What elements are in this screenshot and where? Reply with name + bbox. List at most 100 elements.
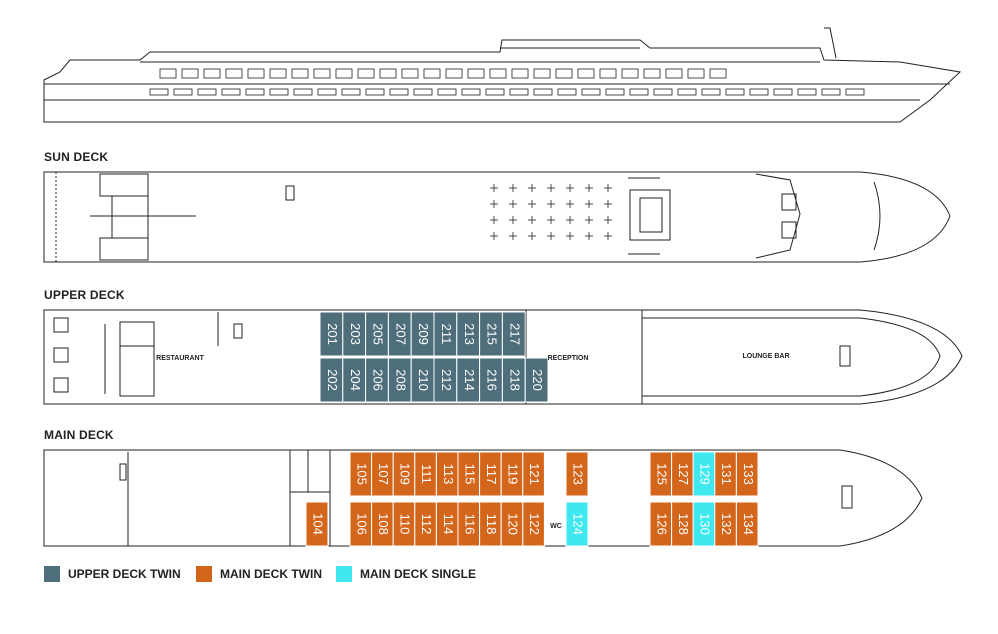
main-deck-label: MAIN DECK <box>44 428 114 442</box>
cabin-119[interactable]: 119 <box>500 451 524 497</box>
cabin-207[interactable]: 207 <box>387 311 412 357</box>
cabin-115[interactable]: 115 <box>457 451 481 497</box>
cabin-number: 106 <box>354 513 369 535</box>
sun-deck-outline <box>43 171 951 263</box>
cabin-129[interactable]: 129 <box>692 451 716 497</box>
cabin-208[interactable]: 208 <box>387 357 412 403</box>
cabin-127[interactable]: 127 <box>671 451 694 497</box>
cabin-211[interactable]: 211 <box>433 311 458 357</box>
cabin-number: 107 <box>376 463 391 485</box>
cabin-131[interactable]: 131 <box>714 451 737 497</box>
cabin-215[interactable]: 215 <box>479 311 503 357</box>
cabin-number: 134 <box>741 513 756 535</box>
cabin-214[interactable]: 214 <box>456 357 481 403</box>
cabin-number: 130 <box>698 513 713 535</box>
cabin-121[interactable]: 121 <box>522 451 545 497</box>
reception-label: RECEPTION <box>548 355 589 362</box>
cabin-204[interactable]: 204 <box>342 357 367 403</box>
cabin-number: 115 <box>462 464 477 485</box>
wc-label: WC <box>550 523 562 530</box>
cabin-125[interactable]: 125 <box>649 451 673 497</box>
cabin-218[interactable]: 218 <box>501 357 526 403</box>
cabin-number: 132 <box>719 513 734 535</box>
cabin-112[interactable]: 112 <box>414 501 437 547</box>
cabin-122[interactable]: 122 <box>522 501 545 547</box>
cabin-212[interactable]: 212 <box>433 357 458 403</box>
cabin-124[interactable]: 124 <box>565 501 589 547</box>
cabin-number: 123 <box>571 463 586 485</box>
cabin-106[interactable]: 106 <box>349 501 373 547</box>
ship-profile <box>43 27 962 123</box>
cabin-number: 203 <box>348 323 363 345</box>
cabin-number: 111 <box>419 464 434 484</box>
cabin-number: 125 <box>654 463 669 485</box>
cabin-216[interactable]: 216 <box>479 357 503 403</box>
cabin-108[interactable]: 108 <box>371 501 394 547</box>
cabin-220[interactable]: 220 <box>524 357 549 403</box>
cabin-130[interactable]: 130 <box>692 501 716 547</box>
cabin-126[interactable]: 126 <box>649 501 673 547</box>
cabin-105[interactable]: 105 <box>349 451 373 497</box>
legend-label: MAIN DECK TWIN <box>220 567 322 581</box>
cabin-117[interactable]: 117 <box>479 451 502 497</box>
cabin-201[interactable]: 201 <box>319 311 344 357</box>
cabin-111[interactable]: 111 <box>414 451 437 497</box>
cabin-109[interactable]: 109 <box>392 451 416 497</box>
cabin-number: 220 <box>530 369 545 391</box>
cabin-number: 105 <box>354 463 369 485</box>
cabin-number: 113 <box>441 464 456 485</box>
cabin-120[interactable]: 120 <box>500 501 524 547</box>
cabin-134[interactable]: 134 <box>735 501 759 547</box>
legend-swatch <box>44 566 60 582</box>
cabin-202[interactable]: 202 <box>319 357 344 403</box>
cabin-116[interactable]: 116 <box>457 501 481 547</box>
cabin-217[interactable]: 217 <box>501 311 526 357</box>
legend-label: MAIN DECK SINGLE <box>360 567 477 581</box>
cabin-number: 126 <box>654 513 669 535</box>
cabin-number: 210 <box>416 369 431 391</box>
cabin-number: 124 <box>571 513 586 535</box>
legend-swatch <box>336 566 352 582</box>
cabin-133[interactable]: 133 <box>735 451 759 497</box>
cabin-113[interactable]: 113 <box>435 451 459 497</box>
cabin-123[interactable]: 123 <box>565 451 589 497</box>
cabin-number: 119 <box>506 464 521 485</box>
cabin-128[interactable]: 128 <box>671 501 694 547</box>
cabin-number: 116 <box>462 514 477 535</box>
cabin-number: 204 <box>348 369 363 391</box>
cabin-number: 110 <box>398 514 413 535</box>
cabin-107[interactable]: 107 <box>371 451 394 497</box>
cabin-number: 108 <box>376 513 391 535</box>
cabin-205[interactable]: 205 <box>365 311 389 357</box>
cabin-110[interactable]: 110 <box>392 501 416 547</box>
legend-label: UPPER DECK TWIN <box>68 567 181 581</box>
sun-deck-label: SUN DECK <box>44 150 109 164</box>
cabin-104[interactable]: 104 <box>305 501 329 547</box>
cabin-number: 205 <box>371 323 386 345</box>
cabin-number: 214 <box>462 369 477 391</box>
cabin-number: 217 <box>507 323 522 345</box>
cabin-number: 206 <box>371 369 386 391</box>
cabin-132[interactable]: 132 <box>714 501 737 547</box>
cabin-206[interactable]: 206 <box>365 357 389 403</box>
cabin-number: 114 <box>441 514 456 535</box>
cabin-number: 121 <box>527 463 542 485</box>
legend-main-twin: MAIN DECK TWIN <box>196 566 322 582</box>
cabin-210[interactable]: 210 <box>410 357 435 403</box>
cabin-114[interactable]: 114 <box>435 501 459 547</box>
legend-main-single: MAIN DECK SINGLE <box>336 566 476 582</box>
cabin-203[interactable]: 203 <box>342 311 367 357</box>
legend-swatch <box>196 566 212 582</box>
upper-deck-label: UPPER DECK <box>44 288 125 302</box>
cabin-number: 129 <box>698 463 713 485</box>
cabin-213[interactable]: 213 <box>456 311 481 357</box>
cabin-number: 109 <box>398 463 413 485</box>
cabin-number: 117 <box>484 464 499 485</box>
cabin-number: 208 <box>393 369 408 391</box>
lounge-bar-label: LOUNGE BAR <box>742 353 789 360</box>
cabin-number: 120 <box>506 513 521 535</box>
cabin-118[interactable]: 118 <box>479 501 502 547</box>
cabin-209[interactable]: 209 <box>410 311 435 357</box>
legend-upper-twin: UPPER DECK TWIN <box>44 566 181 582</box>
